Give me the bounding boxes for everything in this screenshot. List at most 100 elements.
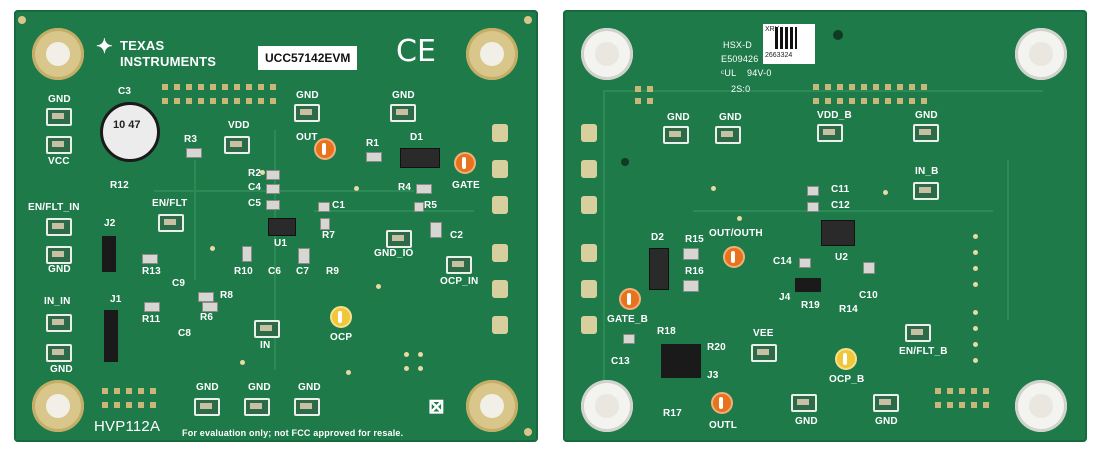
resistor-r3 xyxy=(186,148,202,158)
label-c8: C8 xyxy=(178,328,192,339)
ul-logo-icon: ᶜUL xyxy=(721,68,737,78)
evm-name: UCC57142EVM xyxy=(258,46,358,70)
ti-logo-icon: ✦ xyxy=(96,36,113,58)
label-gate-b: GATE_B xyxy=(607,314,649,325)
test-point-gate xyxy=(454,152,476,174)
resistor-r11 xyxy=(144,302,160,312)
fiducial xyxy=(524,16,532,24)
label-ocp-in: OCP_IN xyxy=(440,276,479,287)
resistor-r18 xyxy=(623,334,635,344)
via xyxy=(240,360,245,365)
fiducial xyxy=(524,428,532,436)
label-gnd: GND xyxy=(50,364,73,375)
label-r4: R4 xyxy=(398,182,412,193)
via xyxy=(737,216,742,221)
mounting-hole xyxy=(32,380,84,432)
electrolytic-capacitor: 10 47 xyxy=(100,102,160,162)
test-pad xyxy=(294,104,320,122)
jumper-j2[interactable] xyxy=(102,236,116,272)
test-point-out xyxy=(314,138,336,160)
label-r7: R7 xyxy=(322,230,336,241)
trace xyxy=(603,90,605,390)
label-r10: R10 xyxy=(234,266,253,277)
via xyxy=(418,366,423,371)
test-pad xyxy=(913,124,939,142)
test-point-ocp-b xyxy=(835,348,857,370)
test-point-ocp xyxy=(330,306,352,328)
label-in: IN xyxy=(260,340,271,351)
test-pad xyxy=(46,314,72,332)
label-r15: R15 xyxy=(685,234,704,245)
label-ocp: OCP xyxy=(330,332,353,343)
label-r3: R3 xyxy=(184,134,198,145)
label-c3: C3 xyxy=(118,86,132,97)
label-vdd-b: VDD_B xyxy=(817,110,852,121)
capacitor-c4 xyxy=(266,184,280,194)
edge-pad xyxy=(581,196,597,214)
label-c12: C12 xyxy=(831,200,850,211)
pcb-bottom-view: HSX-D E509426 ᶜUL 94V-0 2S:0 XRY 2663324… xyxy=(563,10,1087,442)
capacitor-c1 xyxy=(318,202,330,212)
test-pad xyxy=(46,108,72,126)
edge-pad xyxy=(492,196,508,214)
capacitor-c5 xyxy=(266,200,280,210)
label-gnd: GND xyxy=(719,112,742,123)
label-r14: R14 xyxy=(839,304,858,315)
label-j1: J1 xyxy=(110,294,122,305)
jumper-j3[interactable] xyxy=(661,344,701,378)
mounting-hole xyxy=(1015,380,1067,432)
label-vdd: VDD xyxy=(228,120,250,131)
label-r8: R8 xyxy=(220,290,234,301)
test-pad xyxy=(158,214,184,232)
hsx-marking: HSX-D xyxy=(723,40,753,50)
label-c1: C1 xyxy=(332,200,346,211)
label-en-flt: EN/FLT xyxy=(152,198,188,209)
resistor-r4 xyxy=(416,184,432,194)
label-j4: J4 xyxy=(779,292,791,303)
label-c6: C6 xyxy=(268,266,282,277)
ce-mark: CE xyxy=(396,34,436,69)
label-vcc: VCC xyxy=(48,156,70,167)
mounting-hole xyxy=(466,28,518,80)
via xyxy=(883,190,888,195)
label-d2: D2 xyxy=(651,232,665,243)
capacitor-c11 xyxy=(807,186,819,196)
jumper-j1[interactable] xyxy=(104,310,118,362)
qr-label: XRY 2663324 xyxy=(763,24,815,64)
edge-pad xyxy=(492,316,508,334)
via xyxy=(404,366,409,371)
test-pad xyxy=(386,230,412,248)
label-r11: R11 xyxy=(142,314,161,325)
trace xyxy=(314,210,474,212)
label-r5: R5 xyxy=(424,200,438,211)
test-pad xyxy=(46,246,72,264)
label-vee: VEE xyxy=(753,328,774,339)
test-pad xyxy=(751,344,777,362)
label-u2: U2 xyxy=(835,252,849,263)
label-in-in: IN_IN xyxy=(44,296,71,307)
date-code: 2S:0 xyxy=(731,84,751,94)
jumper-j4[interactable] xyxy=(795,278,821,292)
edge-pad xyxy=(492,280,508,298)
ic-u1 xyxy=(268,218,296,236)
label-c2: C2 xyxy=(450,230,464,241)
fiducial xyxy=(18,16,26,24)
label-gnd: GND xyxy=(196,382,219,393)
resistor-r7 xyxy=(320,218,330,230)
test-pad xyxy=(294,398,320,416)
test-pad xyxy=(224,136,250,154)
mounting-hole xyxy=(581,380,633,432)
via xyxy=(973,250,978,255)
weee-bin-icon: ⊠ xyxy=(428,396,445,418)
ic-u2 xyxy=(821,220,855,246)
label-out: OUT xyxy=(296,132,318,143)
resistor-r10 xyxy=(242,246,252,262)
via xyxy=(973,326,978,331)
test-pad xyxy=(194,398,220,416)
test-pad xyxy=(905,324,931,342)
label-gnd: GND xyxy=(48,264,71,275)
label-c7: C7 xyxy=(296,266,310,277)
label-d1: D1 xyxy=(410,132,424,143)
label-c5: C5 xyxy=(248,198,262,209)
qr-code-icon xyxy=(775,27,797,49)
